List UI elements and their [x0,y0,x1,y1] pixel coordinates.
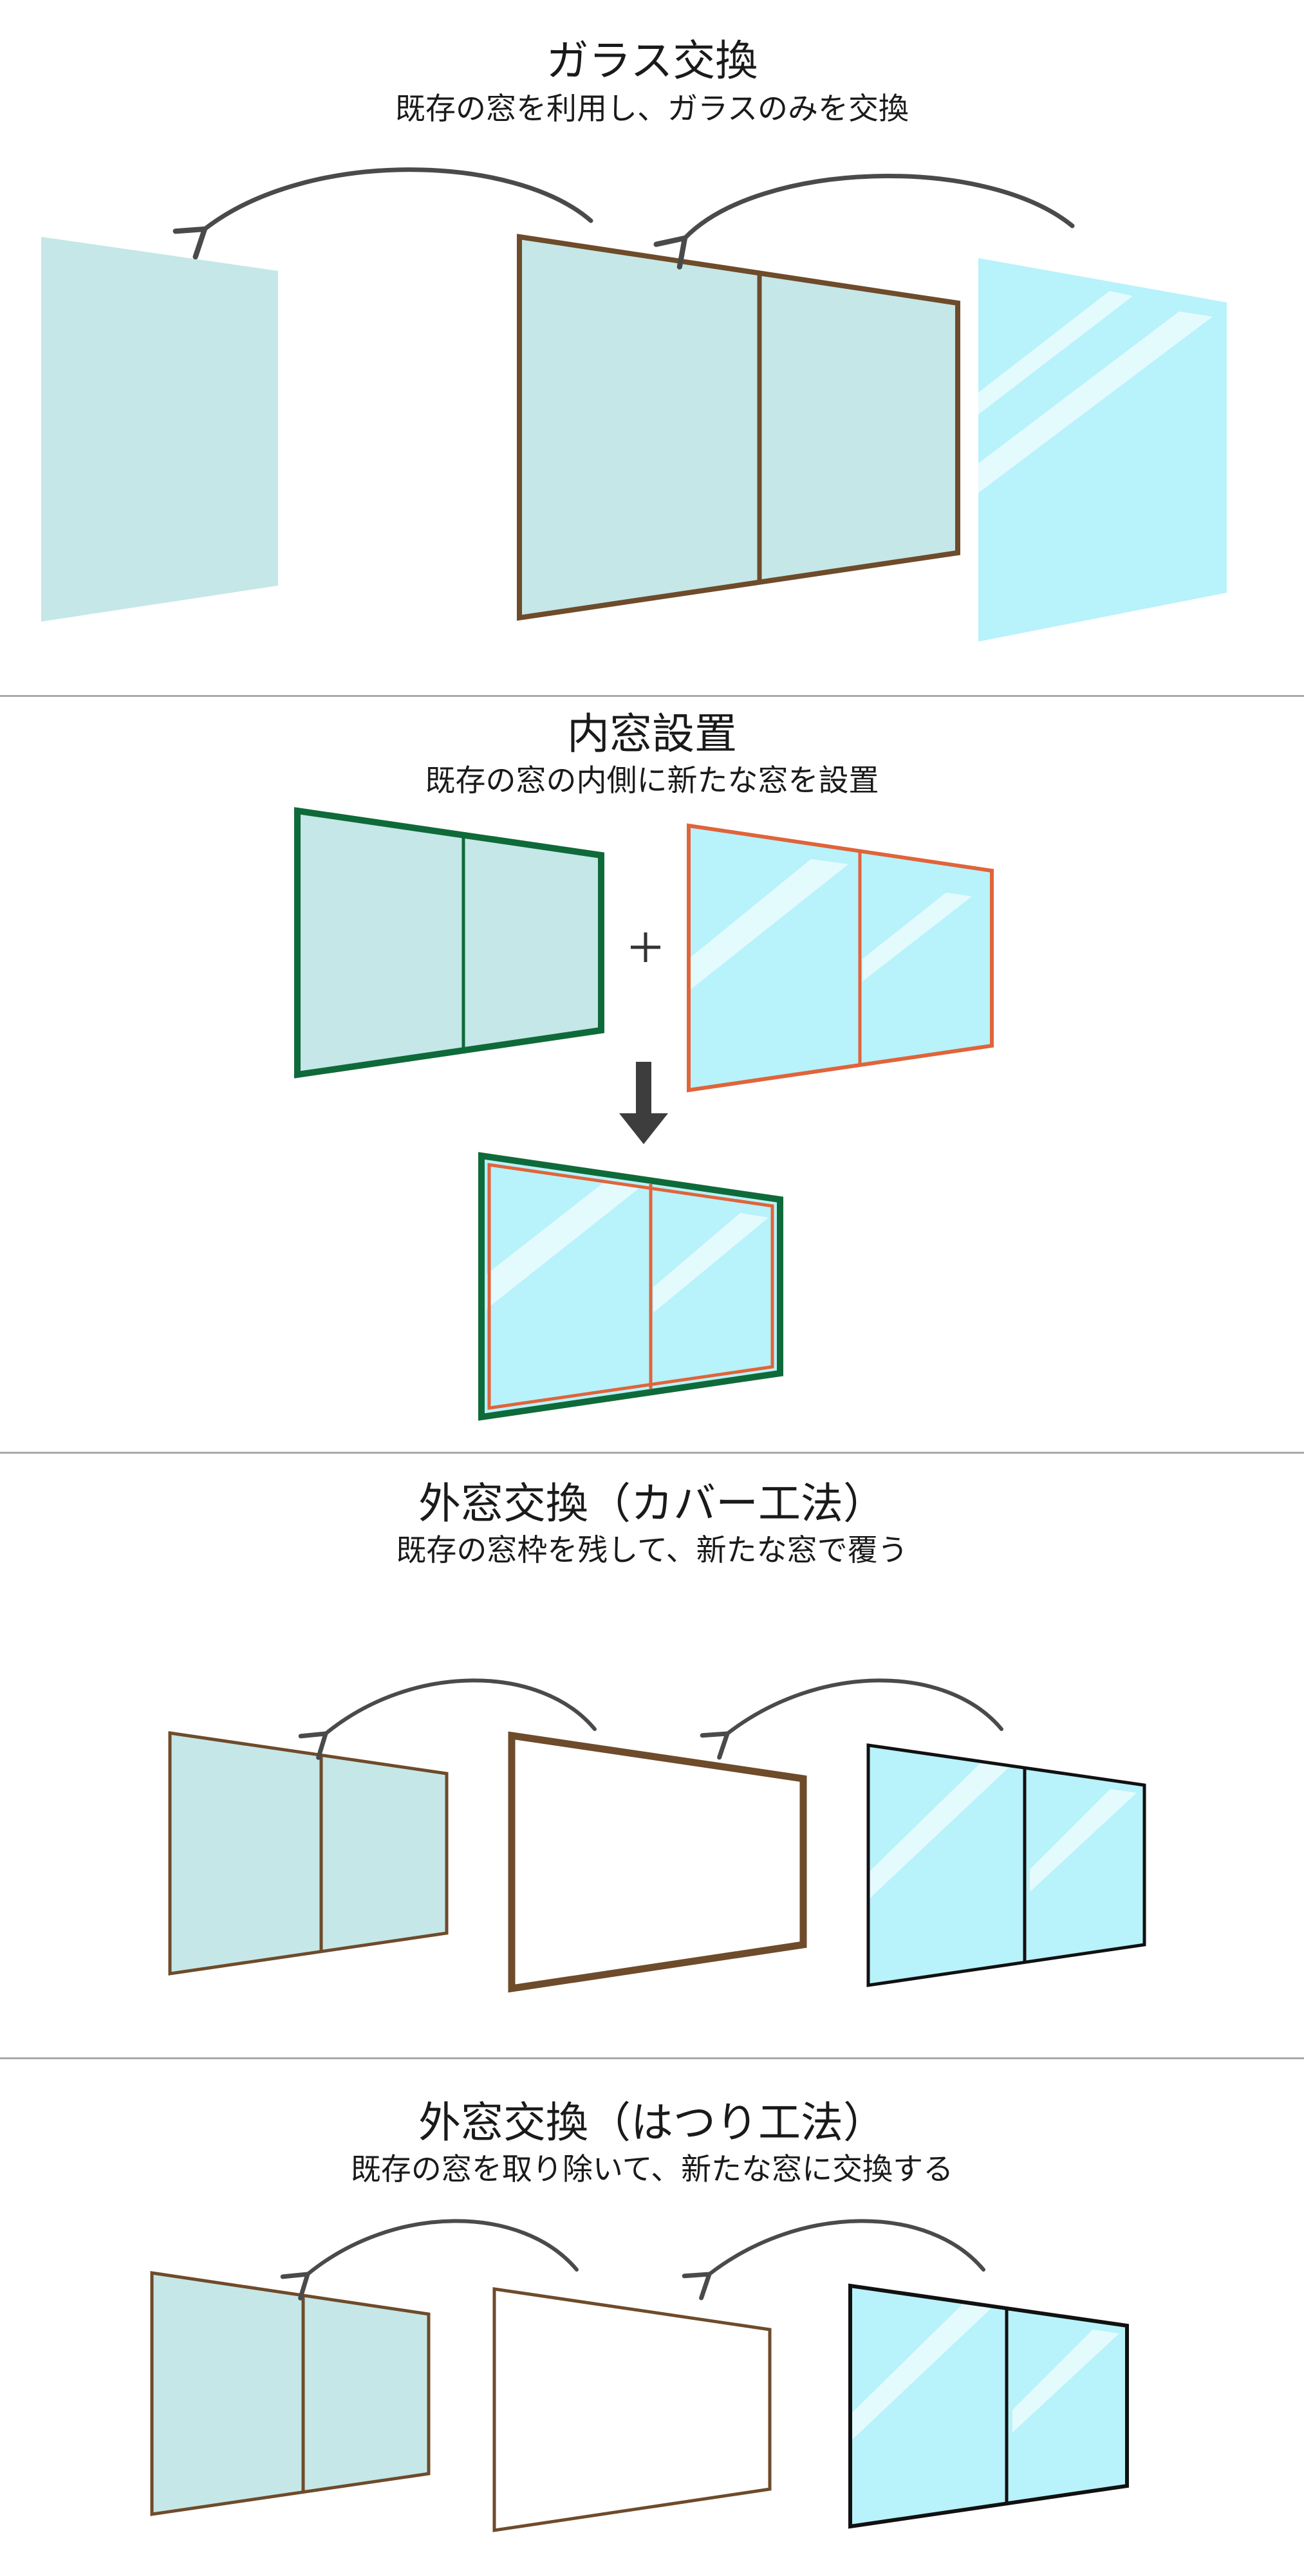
section-divider [0,695,1304,697]
plus-icon [631,932,660,962]
glare-stripe [689,859,848,991]
window-frame [848,2283,1129,2529]
down-arrow-icon [619,1062,668,1144]
glare-stripe [862,893,972,981]
curved-arrow-icon [280,2219,579,2301]
empty-wall-opening [492,2287,772,2532]
section-4-title: 外窓交換（はつり工法） [418,2098,886,2147]
window-glass [850,2286,1127,2526]
removed-glass-pane [41,237,278,622]
window-glass [297,811,601,1075]
window-frame [687,823,994,1093]
window-glass [152,2273,429,2514]
old-window-removed [168,1731,449,1976]
window-glass [689,826,992,1090]
window-frame [294,807,604,1079]
glare-stripe [978,311,1213,493]
section-2-diagram [294,807,994,1421]
existing-window [517,234,960,621]
section-3-title: 外窓交換（カバー工法） [418,1479,886,1528]
curved-arrow-icon [653,174,1075,270]
glare-stripe [1030,1789,1137,1892]
section-4-subtitle: 既存の窓を取り除いて、新たな窓に交換する [350,2152,954,2187]
new-cover-window [866,1743,1146,1987]
old-window-removed [150,2271,431,2516]
window-glass [170,1733,447,1974]
glare-stripe [487,1181,641,1309]
section-2-title: 内窓設置 [567,709,737,759]
curved-arrow-icon [700,1678,1003,1760]
glare-stripe [868,1763,1009,1900]
window-frame [866,1743,1146,1987]
section-3-diagram [168,1678,1146,1993]
section-4-diagram [150,2219,1129,2532]
new-glass-pane [978,258,1227,642]
glare-stripe [978,291,1133,414]
curved-arrow-icon [172,167,593,260]
existing-window-frame [517,234,960,621]
section-divider [0,2057,1304,2059]
section-divider [0,1452,1304,1454]
curved-arrow-icon [298,1678,597,1760]
section-1-title: ガラス交換 [546,36,758,86]
new-window [848,2283,1129,2529]
glare-stripe [653,1213,768,1313]
glare-stripe [850,2304,992,2442]
curved-arrow-icon [682,2219,985,2301]
section-1-diagram [41,167,1227,642]
glare-stripe [1012,2330,1119,2432]
inner-window-orange [687,823,994,1093]
existing-window-glass [519,237,958,618]
inner-frame-orange [487,1163,774,1410]
section-2-subtitle: 既存の窓の内側に新たな窓を設置 [425,763,879,799]
combined-window [478,1152,783,1421]
section-3-subtitle: 既存の窓枠を残して、新たな窓で覆う [396,1533,908,1568]
outer-frame-green [478,1152,783,1421]
existing-window-green [294,807,604,1079]
section-1-subtitle: 既存の窓を利用し、ガラスのみを交換 [395,91,909,127]
remaining-window-frame [508,1731,807,1993]
window-frame [168,1731,449,1976]
window-frame [150,2271,431,2516]
